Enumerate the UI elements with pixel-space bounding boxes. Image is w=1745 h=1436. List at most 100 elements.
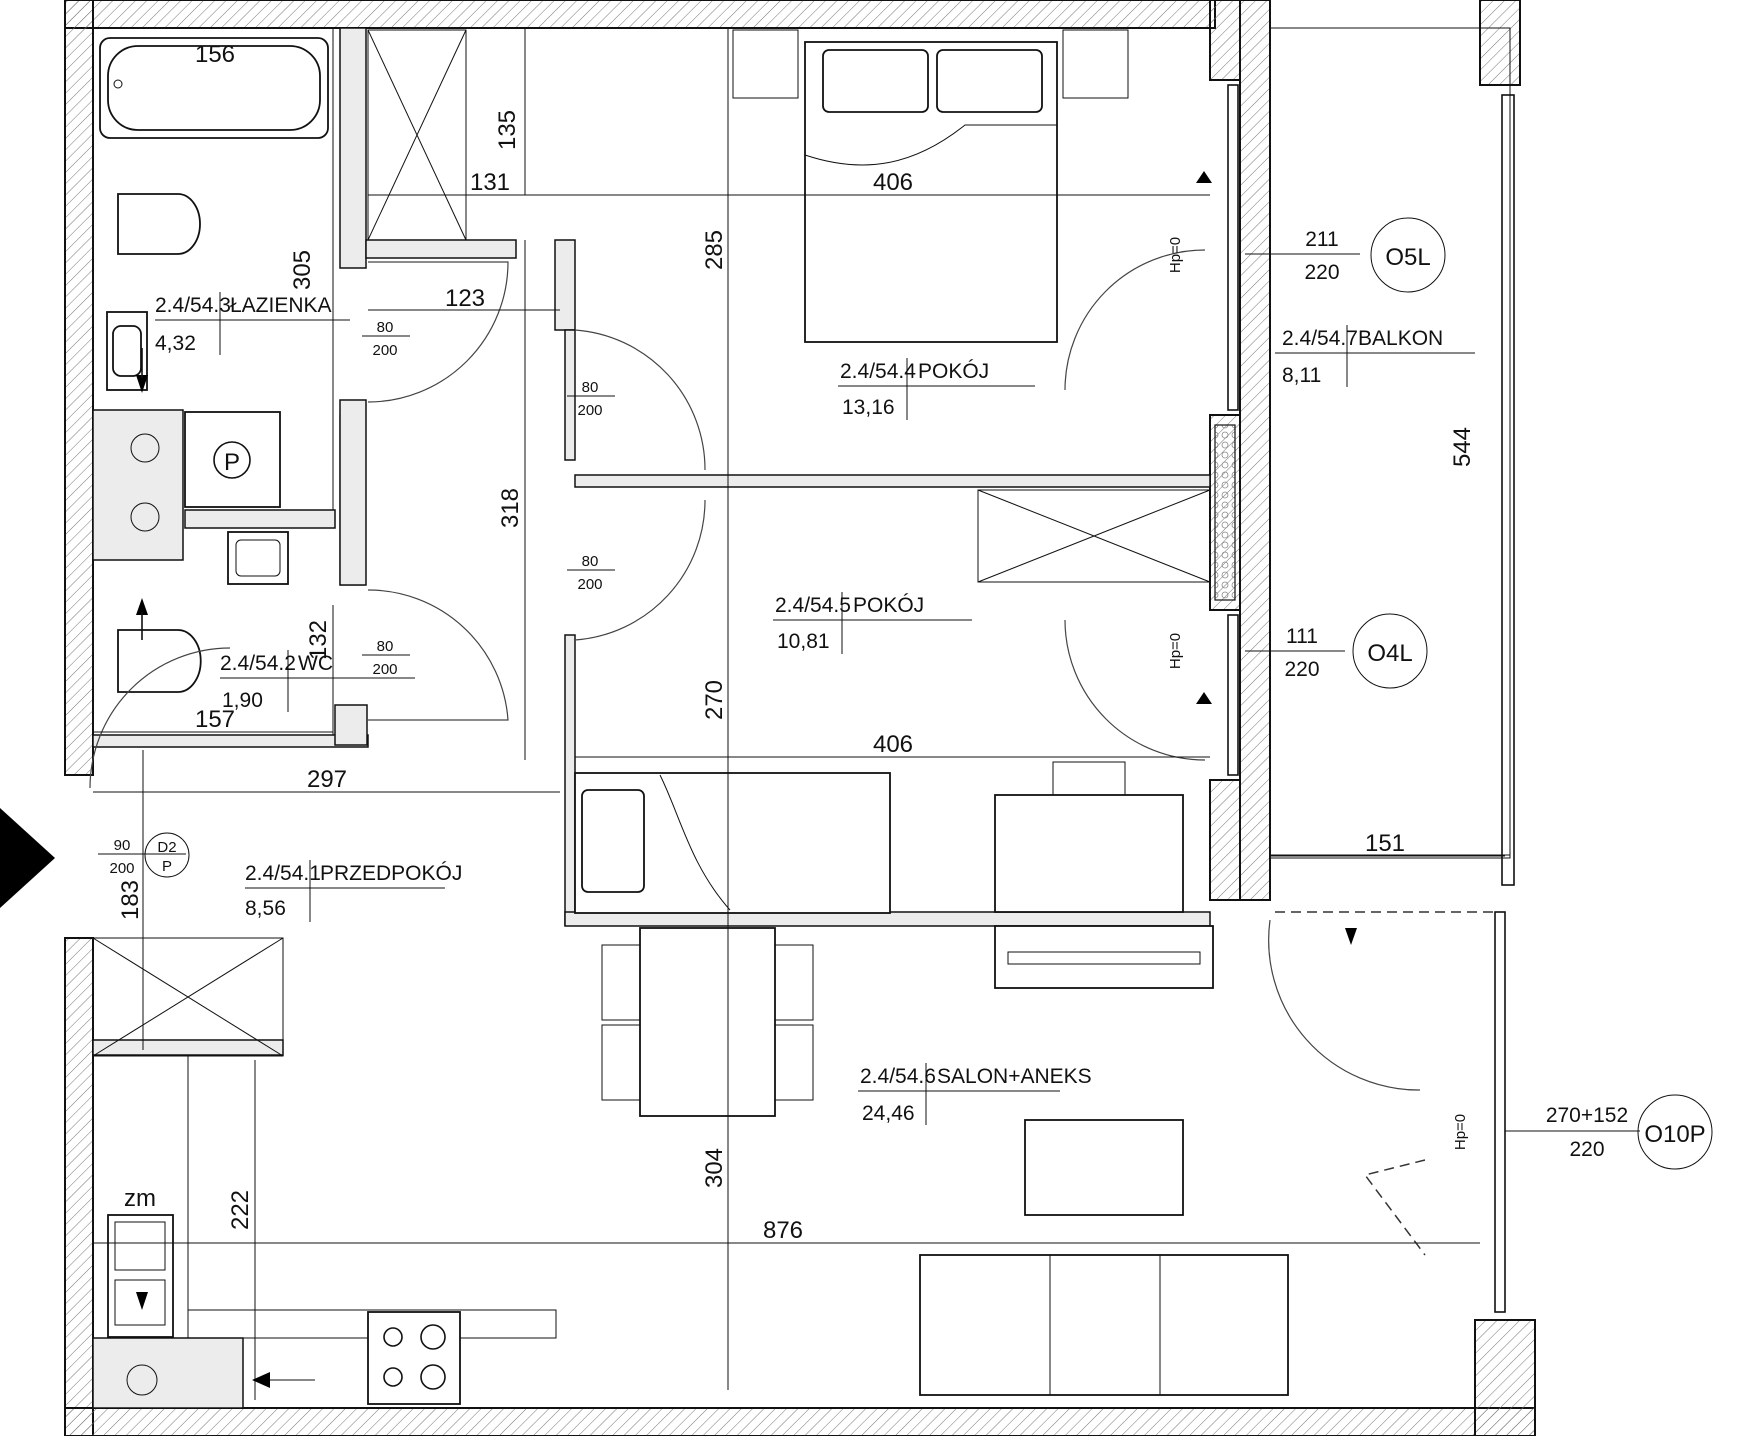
window-height: 220 xyxy=(1284,658,1319,681)
bathroom-fixtures: P xyxy=(99,37,329,693)
room-code: 2.4/54.7 xyxy=(1282,327,1358,350)
vent-arrow-icon xyxy=(136,598,148,615)
entrance-arrow-icon xyxy=(0,808,55,908)
room-area: 13,16 xyxy=(842,396,895,419)
wall-insulation xyxy=(339,414,1236,601)
room-labels: 2.4/54.3 ŁAZIENKA 4,32 2.4/54.2 WC 1,90 … xyxy=(155,292,1475,1125)
door-bedroom2-h: 200 xyxy=(577,576,602,593)
room-area: 24,46 xyxy=(862,1102,915,1125)
dim-corridor-height: 318 xyxy=(497,488,524,528)
room-name: SALON+ANEKS xyxy=(937,1065,1092,1088)
vent-arrow-icon xyxy=(136,1292,148,1310)
room-area: 4,32 xyxy=(155,332,196,355)
dim-balcony-width: 151 xyxy=(1365,830,1405,857)
dim-bedroom1-width: 406 xyxy=(873,169,913,196)
door-wc-w: 80 xyxy=(377,638,394,655)
window-tag: O5L xyxy=(1385,244,1430,271)
door-entrance-h: 200 xyxy=(109,860,134,877)
door-bedroom1-h: 200 xyxy=(577,402,602,419)
vent-arrow-icon xyxy=(1345,928,1357,945)
room-code: 2.4/54.3 xyxy=(155,294,231,317)
window-tag: O4L xyxy=(1367,640,1412,667)
room-code: 2.4/54.1 xyxy=(245,862,321,885)
room-przedpokoj: 2.4/54.1 PRZEDPOKÓJ 8,56 xyxy=(245,860,462,922)
vent-arrow-icon xyxy=(252,1372,270,1388)
room-code: 2.4/54.2 xyxy=(220,652,296,675)
window-tag-o4l: 111 220 O4L Hp=0 xyxy=(1167,613,1428,689)
window-tag: O10P xyxy=(1644,1121,1705,1148)
bedroom1-furniture xyxy=(732,29,1129,343)
room-area: 1,90 xyxy=(222,689,263,712)
dimension-lines xyxy=(93,28,1505,1400)
arrows xyxy=(0,171,1357,1388)
window-hp: Hp=0 xyxy=(1167,237,1184,273)
room-code: 2.4/54.4 xyxy=(840,360,916,383)
vent-arrow-icon xyxy=(136,375,148,393)
window-height: 220 xyxy=(1569,1138,1604,1161)
wardrobe xyxy=(367,29,467,241)
room-salon: 2.4/54.6 SALON+ANEKS 24,46 xyxy=(858,1063,1092,1125)
living-furniture xyxy=(601,925,1289,1396)
room-pokoj-2: 2.4/54.5 POKÓJ 10,81 xyxy=(773,592,972,654)
vent-arrow-icon xyxy=(1196,692,1212,704)
room-code: 2.4/54.5 xyxy=(775,594,851,617)
window-frames xyxy=(1227,84,1506,1313)
window-tag-o10p: 270+152 220 O10P Hp=0 xyxy=(1452,1094,1713,1170)
interior-partitions xyxy=(92,27,1211,1409)
room-wc: 2.4/54.2 WC 1,90 xyxy=(220,650,415,712)
room-name: POKÓJ xyxy=(853,594,924,617)
window-tag-o5l: 211 220 O5L Hp=0 xyxy=(1167,217,1446,293)
room-code: 2.4/54.6 xyxy=(860,1065,936,1088)
window-width: 111 xyxy=(1286,625,1318,648)
room-area: 8,11 xyxy=(1282,364,1321,387)
dim-bedroom2-width: 406 xyxy=(873,731,913,758)
room-pokoj-1: 2.4/54.4 POKÓJ 13,16 xyxy=(838,358,1035,420)
riser-label: P xyxy=(224,449,240,476)
door-wc-h: 200 xyxy=(372,661,397,678)
door-bedroom1-w: 80 xyxy=(582,379,599,396)
dim-entrance-height: 183 xyxy=(117,880,144,920)
door-labels: 80 200 80 200 80 200 80 200 90 200 D2 P xyxy=(98,319,615,878)
window-width: 270+152 xyxy=(1546,1104,1628,1127)
meter-label: zm xyxy=(124,1185,156,1212)
window-width: 211 xyxy=(1305,228,1338,251)
dim-kitchen-height: 222 xyxy=(227,1190,254,1230)
dim-bedroom2-height: 270 xyxy=(701,680,728,720)
window-tags: 211 220 O5L Hp=0 111 220 O4L Hp=0 270+15… xyxy=(1167,217,1713,1170)
dim-bath-height: 305 xyxy=(289,250,316,290)
bedroom2-furniture xyxy=(574,489,1211,914)
door-bath-w: 80 xyxy=(377,319,394,336)
dim-living-height: 304 xyxy=(701,1148,728,1188)
dim-wardrobe-width: 131 xyxy=(470,169,510,196)
door-entrance-type: D2 xyxy=(157,839,176,856)
room-name: POKÓJ xyxy=(918,360,989,383)
dim-bedroom1-height: 285 xyxy=(701,230,728,270)
room-name: ŁAZIENKA xyxy=(230,294,332,317)
room-name: BALKON xyxy=(1358,327,1443,350)
room-balkon: 2.4/54.7 BALKON 8,11 xyxy=(1275,325,1475,387)
dim-wc-width: 157 xyxy=(195,706,235,733)
dim-bath-tub: 156 xyxy=(195,41,235,68)
riser-box xyxy=(184,411,281,508)
dim-living-width: 876 xyxy=(763,1217,803,1244)
window-height: 220 xyxy=(1304,261,1339,284)
door-bath-h: 200 xyxy=(372,342,397,359)
vent-arrow-icon xyxy=(1196,171,1212,183)
room-area: 8,56 xyxy=(245,897,286,920)
room-name: WC xyxy=(298,652,333,675)
dim-wardrobe-top: 135 xyxy=(494,110,521,150)
door-entrance-w: 90 xyxy=(114,837,131,854)
dim-corridor-upper: 123 xyxy=(445,285,485,312)
kitchen: zm xyxy=(92,937,557,1405)
room-name: PRZEDPOKÓJ xyxy=(320,862,462,885)
dimension-labels: 156 305 135 131 406 285 123 318 132 157 … xyxy=(117,41,1476,1244)
room-lazienka: 2.4/54.3 ŁAZIENKA 4,32 xyxy=(155,292,350,355)
dim-hall-width: 297 xyxy=(307,766,347,793)
balcony xyxy=(1269,27,1515,886)
door-bedroom2-w: 80 xyxy=(582,553,599,570)
window-hp: Hp=0 xyxy=(1167,633,1184,669)
room-area: 10,81 xyxy=(777,630,830,653)
doors xyxy=(89,249,1495,1256)
door-entrance-sub: P xyxy=(162,858,172,875)
